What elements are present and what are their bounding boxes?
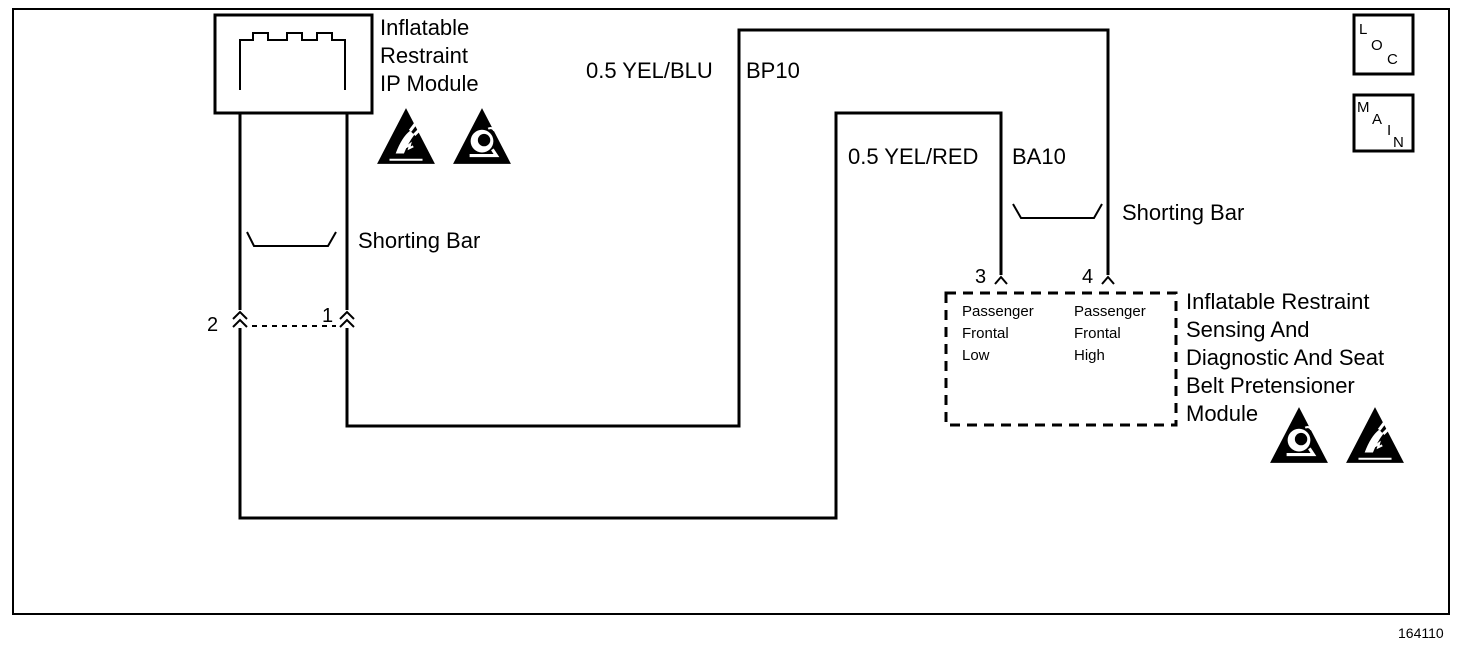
pin-1-label: 1: [322, 305, 333, 327]
sdm-module-box: [944, 291, 1178, 427]
svg-text:Inflatable: Inflatable: [380, 15, 469, 40]
svg-text:N: N: [1393, 134, 1404, 151]
svg-text:Passenger: Passenger: [1074, 303, 1146, 320]
svg-text:L: L: [1359, 21, 1367, 38]
svg-text:High: High: [1074, 347, 1105, 364]
airbag-warning-icon: [1268, 405, 1330, 465]
ip-shorting-bar-label: Shorting Bar: [358, 228, 480, 253]
wire-upper-circuit: BP10: [746, 58, 800, 83]
wire-lower-label: 0.5 YEL/RED: [848, 144, 978, 169]
svg-text:Module: Module: [1186, 401, 1258, 426]
wire-yel-red-ba10: [238, 111, 1003, 520]
airbag-warning-icon: [451, 106, 513, 166]
diagram-border: [12, 8, 1450, 615]
svg-text:Inflatable Restraint: Inflatable Restraint: [1186, 289, 1369, 314]
svg-text:Diagnostic And Seat: Diagnostic And Seat: [1186, 345, 1384, 370]
wire-lower-circuit: BA10: [1012, 144, 1066, 169]
ip-module-label: Inflatable Restraint IP Module: [380, 15, 479, 96]
pin-1-terminal: [339, 310, 355, 328]
esd-warning-icon: [1344, 405, 1406, 465]
pin-2-label: 2: [207, 314, 218, 336]
svg-text:I: I: [1387, 122, 1391, 139]
wire-upper-label: 0.5 YEL/BLU: [586, 58, 713, 83]
sdm-module-label: Inflatable Restraint Sensing And Diagnos…: [1186, 289, 1384, 426]
svg-text:Low: Low: [962, 347, 990, 364]
sdm-shorting-bar: [1012, 203, 1103, 219]
pin-4-terminal: [1101, 275, 1115, 285]
svg-text:O: O: [1371, 37, 1383, 54]
pin-3-label: 3: [975, 266, 986, 288]
loc-button[interactable]: L O C: [1352, 13, 1415, 76]
sdm-shorting-bar-label: Shorting Bar: [1122, 200, 1244, 225]
svg-text:Restraint: Restraint: [380, 43, 468, 68]
figure-number: 164110: [1398, 625, 1444, 641]
sdm-low-input-label: Passenger Frontal Low: [962, 303, 1034, 364]
svg-text:Sensing And: Sensing And: [1186, 317, 1310, 342]
ip-shorting-bar: [246, 231, 337, 247]
sdm-high-input-label: Passenger Frontal High: [1074, 303, 1146, 364]
svg-text:A: A: [1372, 111, 1382, 128]
wire-yel-blu-bp10: [345, 28, 1110, 428]
svg-text:Belt Pretensioner: Belt Pretensioner: [1186, 373, 1355, 398]
svg-text:IP Module: IP Module: [380, 71, 479, 96]
pin-4-label: 4: [1082, 266, 1093, 288]
svg-text:Passenger: Passenger: [962, 303, 1034, 320]
esd-warning-icon: [375, 106, 437, 166]
svg-text:M: M: [1357, 99, 1370, 116]
ip-module-connector: [213, 13, 374, 115]
svg-text:C: C: [1387, 51, 1398, 68]
svg-text:Frontal: Frontal: [962, 325, 1009, 342]
pin-2-terminal: [232, 310, 248, 328]
main-button[interactable]: M A I N: [1352, 93, 1415, 153]
svg-text:Frontal: Frontal: [1074, 325, 1121, 342]
pin-3-terminal: [994, 275, 1008, 285]
